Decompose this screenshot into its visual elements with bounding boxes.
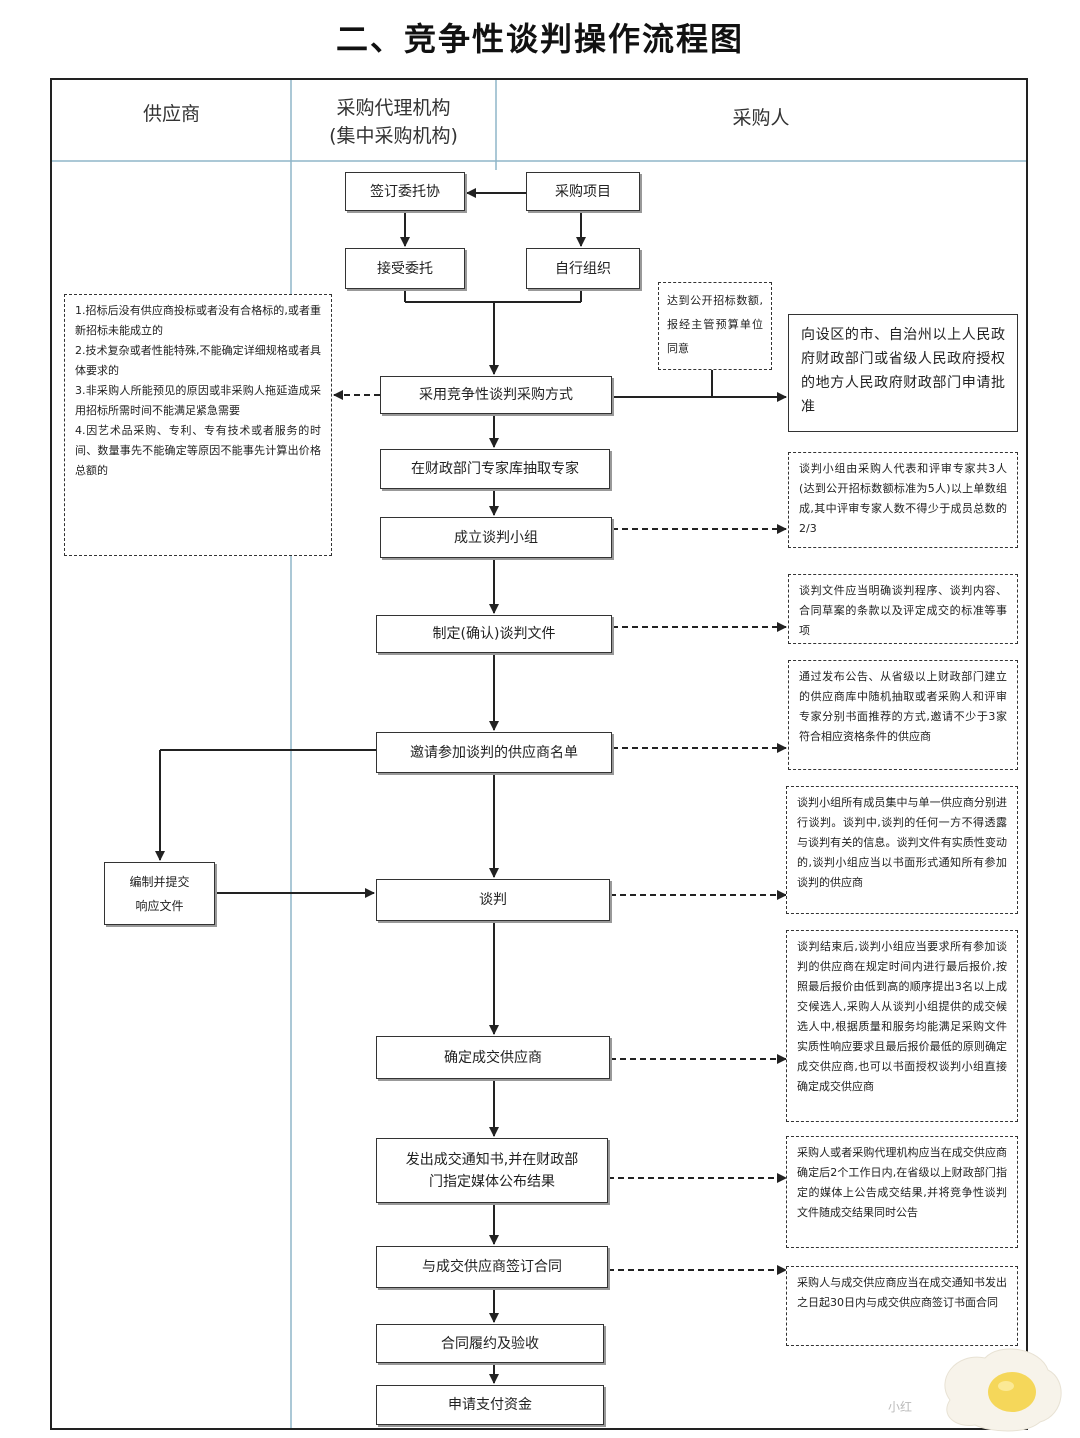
sign-contract-box: 与成交供应商签订合同 xyxy=(376,1246,608,1288)
issue-notice-box: 发出成交通知书,并在财政部 门指定媒体公布结果 xyxy=(376,1138,608,1203)
contract-note: 采购人与成交供应商应当在成交通知书发出之日起30日内与成交供应商签订书面合同 xyxy=(786,1266,1018,1346)
egg-sticker-icon xyxy=(944,1348,1062,1432)
adopt-method-box: 采用竞争性谈判采购方式 xyxy=(380,376,612,414)
accept-entrust-box: 接受委托 xyxy=(345,248,465,289)
approval-note: 向设区的市、自治州以上人民政府财政部门或省级人民政府授权的地方人民政府财政部门申… xyxy=(788,314,1018,432)
compile-submit-line2: 响应文件 xyxy=(135,898,184,913)
criteria-item-3: 3.非采购人所能预见的原因或非采购人拖延造成采用招标所需时间不能满足紧急需要 xyxy=(75,384,321,417)
negotiate-note: 谈判小组所有成员集中与单一供应商分别进行谈判。谈判中,谈判的任何一方不得透露与谈… xyxy=(786,786,1018,914)
lane-header-agency: 采购代理机构 (集中采购机构) xyxy=(291,94,496,150)
negotiate-box: 谈判 xyxy=(376,879,610,921)
determine-supplier-box: 确定成交供应商 xyxy=(376,1036,610,1079)
compile-submit-line1: 编制并提交 xyxy=(129,874,190,889)
lane-header-purchaser: 采购人 xyxy=(732,107,790,129)
sign-entrust-box: 签订委托协 xyxy=(345,172,465,211)
criteria-item-4: 4.因艺术品采购、专利、专有技术或者服务的时间、数量事先不能确定等原因不能事先计… xyxy=(75,424,321,477)
flowchart-frame xyxy=(50,78,1028,1430)
threshold-note: 达到公开招标数额,报经主管预算单位同意 xyxy=(658,282,772,370)
self-organize-box: 自行组织 xyxy=(526,248,640,289)
team-note: 谈判小组由采购人代表和评审专家共3人(达到公开招标数额标准为5人)以上单数组成,… xyxy=(788,452,1018,548)
invite-note: 通过发布公告、从省级以上财政部门建立的供应商库中随机抽取或者采购人和评审专家分别… xyxy=(788,660,1018,770)
docs-note: 谈判文件应当明确谈判程序、谈判内容、合同草案的条款以及评定成交的标准等事项 xyxy=(788,574,1018,644)
issue-notice-line1: 发出成交通知书,并在财政部 xyxy=(405,1151,579,1168)
compile-submit-box: 编制并提交 响应文件 xyxy=(104,862,215,925)
page-title: 二、竞争性谈判操作流程图 xyxy=(335,20,744,58)
perform-accept-box: 合同履约及验收 xyxy=(376,1324,604,1363)
invite-list-box: 邀请参加谈判的供应商名单 xyxy=(376,732,612,773)
purchase-project-box: 采购项目 xyxy=(526,172,640,211)
criteria-item-1: 1.招标后没有供应商投标或者没有合格标的,或者重新招标未能成立的 xyxy=(75,304,321,337)
watermark: 小红 xyxy=(888,1400,913,1414)
lane-header-agency-line1: 采购代理机构 xyxy=(336,97,451,119)
notice-note: 采购人或者采购代理机构应当在成交供应商确定后2个工作日内,在省级以上财政部门指定… xyxy=(786,1136,1018,1248)
prepare-docs-box: 制定(确认)谈判文件 xyxy=(376,615,612,653)
extract-experts-box: 在财政部门专家库抽取专家 xyxy=(380,449,610,489)
form-team-box: 成立谈判小组 xyxy=(380,517,612,558)
apply-payment-box: 申请支付资金 xyxy=(376,1385,604,1425)
criteria-note: 1.招标后没有供应商投标或者没有合格标的,或者重新招标未能成立的 2.技术复杂或… xyxy=(64,294,332,556)
issue-notice-line2: 门指定媒体公布结果 xyxy=(429,1173,555,1190)
lane-header-supplier: 供应商 xyxy=(142,103,200,125)
criteria-item-2: 2.技术复杂或者性能特殊,不能确定详细规格或者具体要求的 xyxy=(75,344,321,377)
lane-header-agency-line2: (集中采购机构) xyxy=(329,125,458,147)
determine-note: 谈判结束后,谈判小组应当要求所有参加谈判的供应商在规定时间内进行最后报价,按照最… xyxy=(786,930,1018,1122)
